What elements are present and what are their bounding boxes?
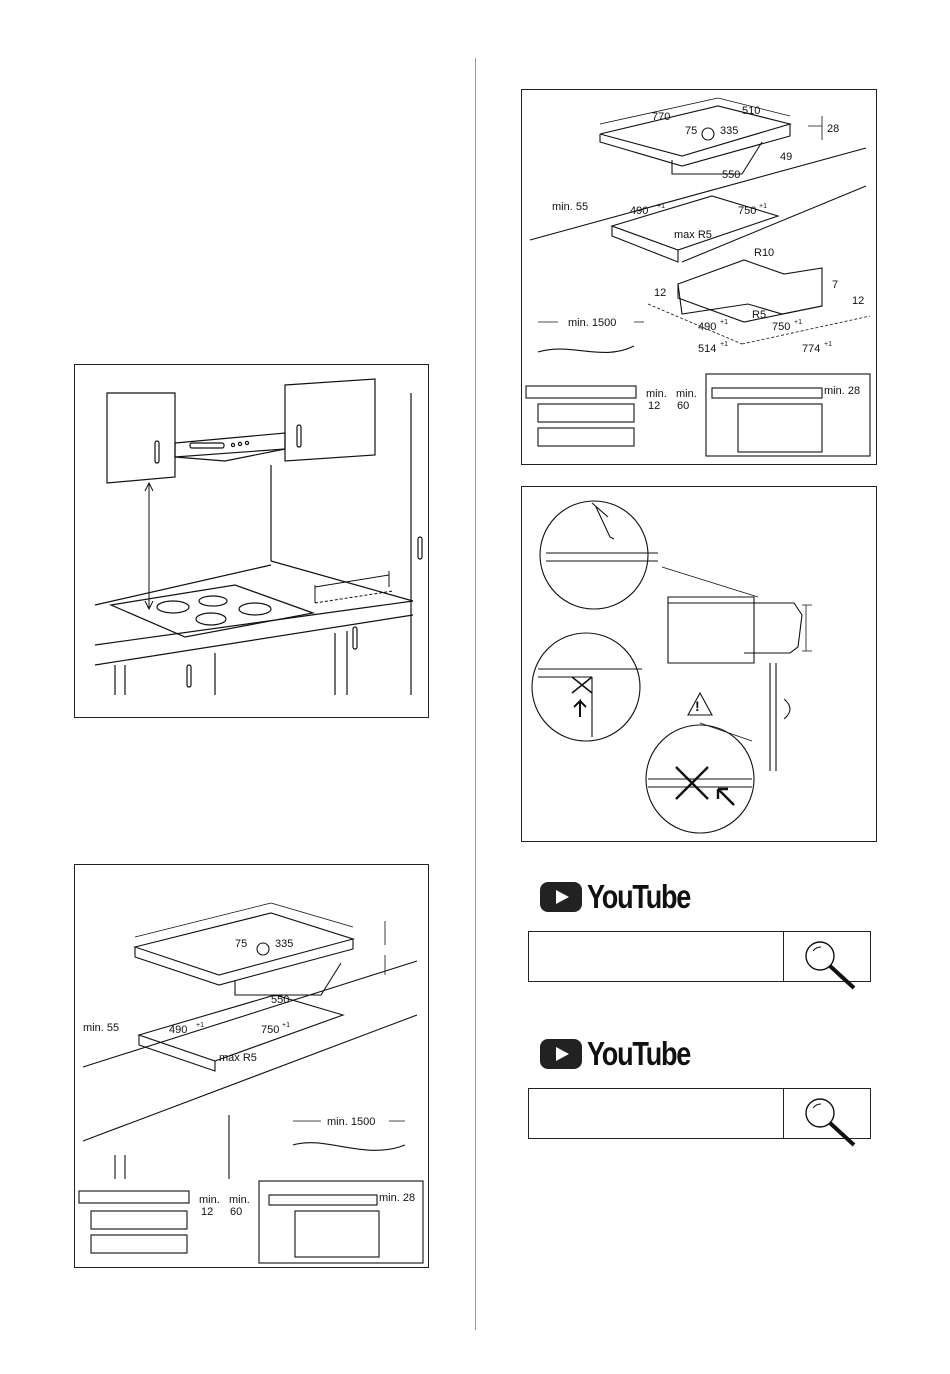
hob-dimensions-diagram: 75 335 770 510 28 49 550 min. 55 490 +1 … — [521, 89, 877, 465]
dim-frame-750: 750 — [772, 321, 790, 333]
dim-510: 510 — [742, 105, 760, 117]
small-dim-60-under: 60 — [230, 1206, 242, 1218]
dim-max-r5: max R5 — [674, 229, 712, 241]
small-dim-490: 490 — [169, 1024, 187, 1036]
youtube-search-bar — [528, 931, 871, 982]
small-dim-max-r5: max R5 — [219, 1052, 257, 1064]
column-divider — [475, 58, 476, 1330]
small-dim-750-tol: +1 — [282, 1022, 290, 1029]
dim-r10: R10 — [754, 247, 774, 259]
dim-min55: min. 55 — [552, 201, 588, 213]
youtube-logo: YouTube — [540, 878, 713, 916]
small-dim-750: 750 — [261, 1024, 279, 1036]
youtube-search-button-2[interactable] — [783, 1089, 870, 1138]
youtube-search-input-2[interactable] — [529, 1089, 783, 1138]
small-dim-490-tol: +1 — [196, 1022, 204, 1029]
dim-550: 550 — [722, 169, 740, 181]
dim-770: 770 — [652, 111, 670, 123]
small-dim-min55: min. 55 — [83, 1022, 119, 1034]
youtube-search-bar-2 — [528, 1088, 871, 1139]
youtube-wordmark-2: YouTube — [587, 1035, 690, 1073]
dim-frame-490: 490 — [698, 321, 716, 333]
dim-12-under: 12 — [648, 400, 660, 412]
dim-frame-490-tol: +1 — [720, 319, 728, 326]
dim-7: 7 — [832, 279, 838, 291]
youtube-search-button[interactable] — [783, 932, 870, 981]
youtube-wordmark: YouTube — [587, 878, 690, 916]
small-dim-75: 75 — [235, 938, 247, 950]
dim-49: 49 — [780, 151, 792, 163]
dim-frame-514-tol: +1 — [720, 341, 728, 348]
youtube-play-icon-2 — [540, 1039, 582, 1069]
small-dim-12-under: 12 — [201, 1206, 213, 1218]
dim-frame-514: 514 — [698, 343, 716, 355]
dim-12-right: 12 — [852, 295, 864, 307]
dim-335: 335 — [720, 125, 738, 137]
dim-750-tol: +1 — [759, 203, 767, 210]
dim-min28: min. 28 — [824, 385, 860, 397]
dim-r5: R5 — [752, 309, 766, 321]
small-dim-cable-label: min. 1500 — [327, 1116, 375, 1128]
dim-490-tol: +1 — [657, 203, 665, 210]
kitchen-hood-illustration — [74, 364, 429, 718]
small-dim-min28: min. 28 — [379, 1192, 415, 1204]
hob-dimensions-diagram-small: 75 335 550 min. 55 490 +1 750 +1 max R5 … — [74, 864, 429, 1268]
small-dim-min-a: min. — [199, 1194, 220, 1206]
small-dim-min-b: min. — [229, 1194, 250, 1206]
youtube-logo-2: YouTube — [540, 1035, 713, 1073]
dim-750: 750 — [738, 205, 756, 217]
dim-min-a: min. — [646, 388, 667, 400]
dim-frame-750-tol: +1 — [794, 319, 802, 326]
dim-75: 75 — [685, 125, 697, 137]
magnifier-icon — [784, 932, 870, 992]
dim-min-b: min. — [676, 388, 697, 400]
dim-frame-774-tol: +1 — [824, 341, 832, 348]
dim-frame-774: 774 — [802, 343, 820, 355]
warning-icon: ! — [695, 698, 700, 714]
dim-60-under: 60 — [677, 400, 689, 412]
dim-12-left: 12 — [654, 287, 666, 299]
youtube-play-icon — [540, 882, 582, 912]
dim-28: 28 — [827, 123, 839, 135]
youtube-search-input[interactable] — [529, 932, 783, 981]
magnifier-icon-2 — [784, 1089, 870, 1149]
small-dim-335: 335 — [275, 938, 293, 950]
dim-cable: min. 1500 — [568, 317, 616, 329]
dim-490: 490 — [630, 205, 648, 217]
sealing-detail-diagram: ! — [521, 486, 877, 842]
